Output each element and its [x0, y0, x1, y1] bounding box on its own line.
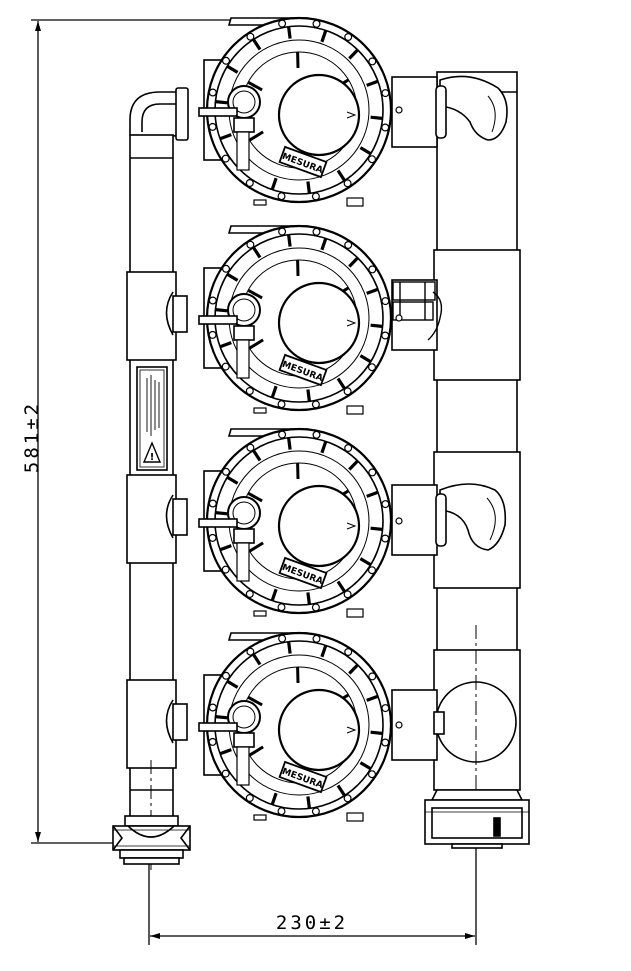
warning-triangle-icon	[142, 441, 162, 463]
bolt-icon	[381, 89, 390, 98]
bolt-icon	[381, 123, 390, 132]
bolt-icon	[381, 738, 390, 747]
bolt-icon	[312, 634, 321, 643]
bolt-icon	[278, 634, 287, 643]
bolt-icon	[277, 807, 286, 816]
clamp-fitting	[392, 281, 443, 341]
gauge-fitting	[433, 676, 517, 768]
bolt-icon	[344, 444, 353, 453]
bolt-icon	[344, 32, 353, 41]
left-union-fitting	[112, 815, 191, 865]
bolt-icon	[222, 264, 231, 273]
bolt-icon	[277, 603, 286, 612]
bolt-icon	[368, 155, 377, 164]
warning-symbol: !	[150, 452, 155, 463]
bolt-icon	[245, 179, 254, 188]
bolt-icon	[368, 468, 377, 477]
bolt-icon	[221, 362, 230, 371]
bolt-icon	[278, 227, 287, 236]
width-dimension	[148, 845, 477, 945]
bolt-icon	[222, 467, 231, 476]
middle-handle	[435, 483, 507, 551]
bolt-icon	[381, 331, 390, 340]
bolt-icon	[246, 240, 255, 249]
bolt-icon	[343, 590, 352, 599]
bolt-icon	[381, 534, 390, 543]
bolt-icon	[343, 179, 352, 188]
bolt-icon	[246, 443, 255, 452]
bolt-icon	[277, 400, 286, 409]
bolt-icon	[208, 703, 217, 712]
bolt-icon	[208, 296, 217, 305]
bolt-icon	[222, 671, 231, 680]
bolt-icon	[221, 565, 230, 574]
bolt-icon	[246, 647, 255, 656]
bolt-icon	[343, 387, 352, 396]
bolt-icon	[221, 769, 230, 778]
bolt-icon	[381, 704, 390, 713]
bolt-icon	[368, 672, 377, 681]
height-dimension-label: 581±2	[21, 401, 43, 473]
bolt-icon	[278, 430, 287, 439]
bolt-icon	[311, 807, 320, 816]
bolt-icon	[208, 88, 217, 97]
left-pipe	[126, 87, 189, 841]
bolt-icon	[381, 500, 390, 509]
right-base-fitting	[424, 789, 530, 849]
bolt-icon	[312, 19, 321, 28]
bolt-icon	[343, 794, 352, 803]
bolt-icon	[368, 265, 377, 274]
bolt-icon	[368, 363, 377, 372]
brand-badge: MESURA	[278, 556, 328, 590]
bolt-icon	[312, 430, 321, 439]
bolt-icon	[222, 56, 231, 65]
bolt-icon	[311, 192, 320, 201]
bolt-icon	[208, 533, 217, 542]
bolt-icon	[277, 192, 286, 201]
right-pipe	[391, 71, 521, 815]
bolt-icon	[246, 32, 255, 41]
bolt-icon	[344, 647, 353, 656]
bolt-icon	[208, 737, 217, 746]
bolt-icon	[221, 154, 230, 163]
height-dimension	[31, 19, 235, 844]
bolt-icon	[368, 57, 377, 66]
bolt-icon	[278, 19, 287, 28]
bolt-icon	[312, 227, 321, 236]
bolt-icon	[311, 400, 320, 409]
bolt-icon	[344, 241, 353, 250]
bolt-icon	[368, 566, 377, 575]
multiport-valve: MESURA	[198, 631, 403, 822]
bolt-icon	[368, 770, 377, 779]
bolt-icon	[245, 793, 254, 802]
multiport-valve: MESURA	[198, 224, 403, 415]
bolt-icon	[245, 589, 254, 598]
bolt-icon	[245, 387, 254, 396]
warning-label: !	[136, 366, 168, 471]
width-dimension-label: 230±2	[276, 912, 348, 934]
bolt-icon	[381, 297, 390, 306]
multiport-valve: MESURA	[198, 427, 403, 618]
bolt-icon	[208, 499, 217, 508]
bolt-icon	[208, 122, 217, 131]
bolt-icon	[311, 603, 320, 612]
top-handle	[435, 75, 508, 141]
multiport-valve: MESURA	[198, 16, 403, 207]
bolt-icon	[208, 330, 217, 339]
